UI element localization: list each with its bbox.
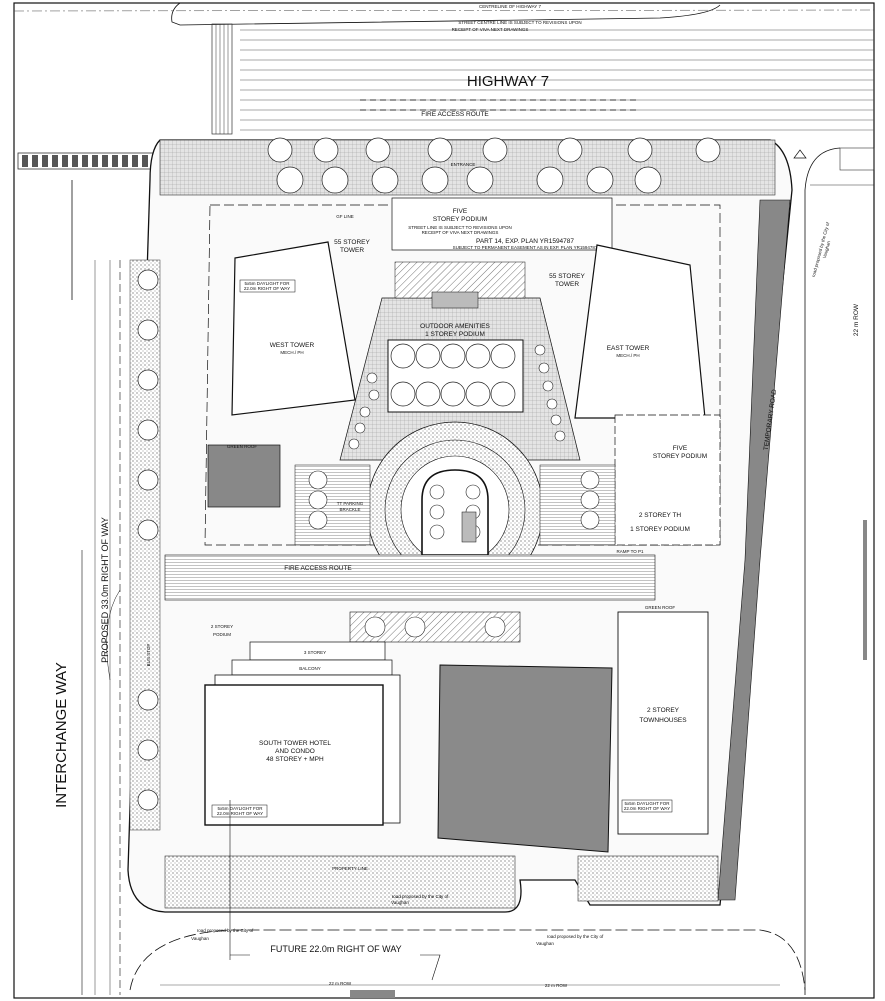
east-tower-sub: MECH./ PH (616, 353, 639, 358)
three-storey-label: 3 STOREY (304, 650, 326, 655)
part14-note: SUBJECT TO PERMANENT EASEMENT AS IN EXP.… (453, 245, 598, 250)
road-proposed-left-1: road proposed by the City of (197, 928, 254, 933)
entrance-label: ENTRANCE (451, 162, 476, 167)
fire-access-mid-label: FIRE ACCESS ROUTE (284, 565, 352, 572)
townhouses-line2: TOWNHOUSES (639, 717, 687, 724)
balcony-label: BALCONY (299, 666, 321, 671)
row-22-right-label: 22 m ROW (853, 303, 860, 336)
west-green-roof (207, 444, 281, 508)
tt-parking-area (294, 464, 371, 546)
podium-top-line2: STOREY PODIUM (433, 216, 487, 223)
daylight-tag-south-1: 5x5m DAYLIGHT FOR (217, 806, 263, 811)
daylight-tag-left-2: 22.0m RIGHT OF WAY (244, 286, 290, 291)
highway-7-road (13, 2, 875, 186)
temporary-road-strip (717, 199, 791, 901)
tower55-right-1: 55 STOREY (549, 273, 585, 280)
one-storey-podium-east: 1 STOREY PODIUM (630, 526, 690, 533)
centreline-label: CENTRELINE OF HIGHWAY 7 (479, 4, 541, 9)
five-storey-podium-top (391, 197, 613, 251)
left-planter-strip (129, 259, 161, 831)
interchange-way-road (71, 180, 121, 995)
fire-access-route-mid (164, 554, 656, 601)
daylight-note-tag-left (239, 279, 296, 293)
east-parking-area (539, 464, 616, 546)
future-row-label: FUTURE 22.0m RIGHT OF WAY (270, 944, 401, 954)
daylight-tag-east-1: 5x5m DAYLIGHT FOR (624, 801, 670, 806)
road-proposed-right-bottom-2: Vaughan (536, 941, 554, 946)
tt-parking-label-2: BRACKLE (339, 507, 360, 512)
street-line-note-1: STREET LINE IS SUBJECT TO REVISIONS UPON (408, 225, 511, 230)
one-storey-podium-label: 1 STOREY PODIUM (425, 331, 485, 338)
south-tower-line1: SOUTH TOWER HOTEL (259, 740, 331, 747)
tower55-left-2: TOWER (340, 247, 364, 254)
bus-stop-label: BUS STOP (146, 644, 151, 667)
west-tower-sub: MECH./ PH (280, 350, 303, 355)
bottom-streetscape-east (577, 855, 719, 902)
highway-7-label: HIGHWAY 7 (467, 73, 549, 90)
tt-parking-label: TT PARKING (337, 501, 364, 506)
dark-roof-block (437, 664, 613, 853)
right-road (804, 147, 867, 995)
tower55-left-1: 55 STOREY (334, 239, 370, 246)
row-22-bottom-left: 22 m ROW (329, 981, 352, 986)
courtyard-shrubs (348, 344, 566, 450)
road-proposed-right-2: Vaughan (822, 240, 832, 259)
bottom-road (129, 800, 806, 998)
road-proposed-right-bottom-1: road proposed by the City of (547, 934, 604, 939)
green-roof-east-label: GREEN ROOF (645, 605, 676, 610)
west-tower-label: WEST TOWER (270, 342, 315, 349)
east-podium (614, 414, 721, 546)
central-rotunda (366, 421, 544, 599)
tower55-right-2: TOWER (555, 281, 579, 288)
part14-label: PART 14, EXP. PLAN YR1594787 (476, 238, 574, 245)
road-proposed-mid-1: road proposed by the City of (392, 894, 449, 899)
two-storey-th-label: 2 STOREY TH (639, 512, 682, 519)
street-note-line1: STREET CENTRE LINE IS SUBJECT TO REVISIO… (458, 20, 581, 25)
side-trees (308, 470, 600, 530)
daylight-tag-left-1: 5x5m DAYLIGHT FOR (244, 281, 290, 286)
top-streetscape (159, 139, 776, 196)
street-line-note-2: RECEIPT OF VIVA NEXT DRAWINGS (422, 230, 499, 235)
fire-access-top-label: FIRE ACCESS ROUTE (421, 111, 489, 118)
daylight-note-tag-east (621, 799, 673, 813)
left-trees (137, 269, 159, 811)
road-proposed-left-2: Vaughan (191, 936, 209, 941)
daylight-tag-east-2: 22.0m RIGHT OF WAY (624, 806, 670, 811)
courtyard-trees (390, 343, 516, 407)
townhouses-line1: 2 STOREY (647, 707, 680, 714)
row-22-bottom-right: 22 m ROW (545, 983, 568, 988)
interchange-way-label: INTERCHANGE WAY (53, 662, 70, 808)
east-podium-line1: FIVE (673, 445, 688, 452)
two-storey-podium-1: 2 STOREY (211, 624, 233, 629)
daylight-note-tag-south (211, 804, 268, 818)
podium-top-line1: FIVE (453, 208, 468, 215)
amenity-benches (431, 291, 479, 309)
east-podium-line2: STOREY PODIUM (653, 453, 707, 460)
gf-line-label: GF LINE (336, 214, 354, 219)
south-tower-line3: 48 STOREY + MPH (266, 756, 324, 763)
daylight-tag-south-2: 22.0m RIGHT OF WAY (217, 811, 263, 816)
drawing-frame (13, 2, 875, 999)
ramp-label: RAMP TO P1 (616, 549, 644, 554)
east-tower-label: EAST TOWER (607, 345, 650, 352)
street-trees-top (267, 137, 721, 194)
lower-plaza-trees (364, 616, 506, 638)
green-roof-west-label: GREEN ROOF (227, 444, 258, 449)
proposed-row-label: PROPOSED 33.0m RIGHT OF WAY (100, 517, 110, 663)
bottom-streetscape (164, 855, 516, 909)
east-tower (574, 244, 706, 419)
outdoor-amenities-label: OUTDOOR AMENITIES (420, 323, 490, 330)
property-line-label: PROPERTY LINE (332, 866, 368, 871)
street-note-line2: RECEIPT OF VIVA NEXT DRAWINGS (452, 27, 529, 32)
south-tower-line2: AND CONDO (275, 748, 315, 755)
south-tower (204, 641, 401, 826)
two-storey-podium-2: PODIUM (213, 632, 231, 637)
road-proposed-mid-2: Vaughan (391, 900, 409, 905)
townhouses-block (617, 611, 709, 835)
